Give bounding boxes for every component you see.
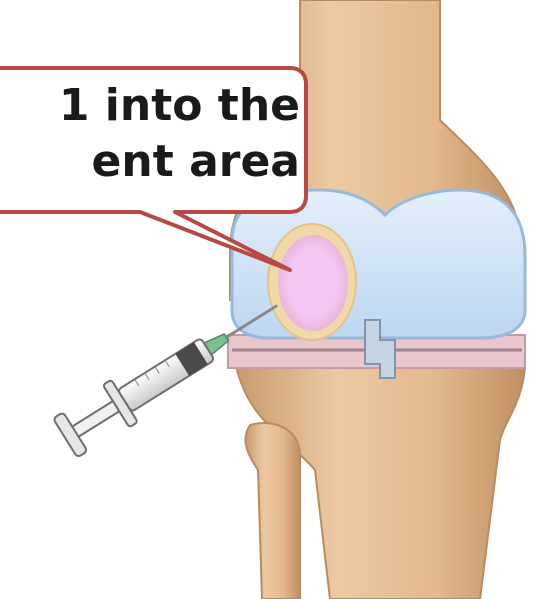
callout-line-1: 1 into the xyxy=(0,78,300,134)
fibula-bone xyxy=(245,423,300,599)
callout-line-2: ent area xyxy=(0,134,300,190)
callout-text: 1 into the ent area xyxy=(0,78,300,190)
